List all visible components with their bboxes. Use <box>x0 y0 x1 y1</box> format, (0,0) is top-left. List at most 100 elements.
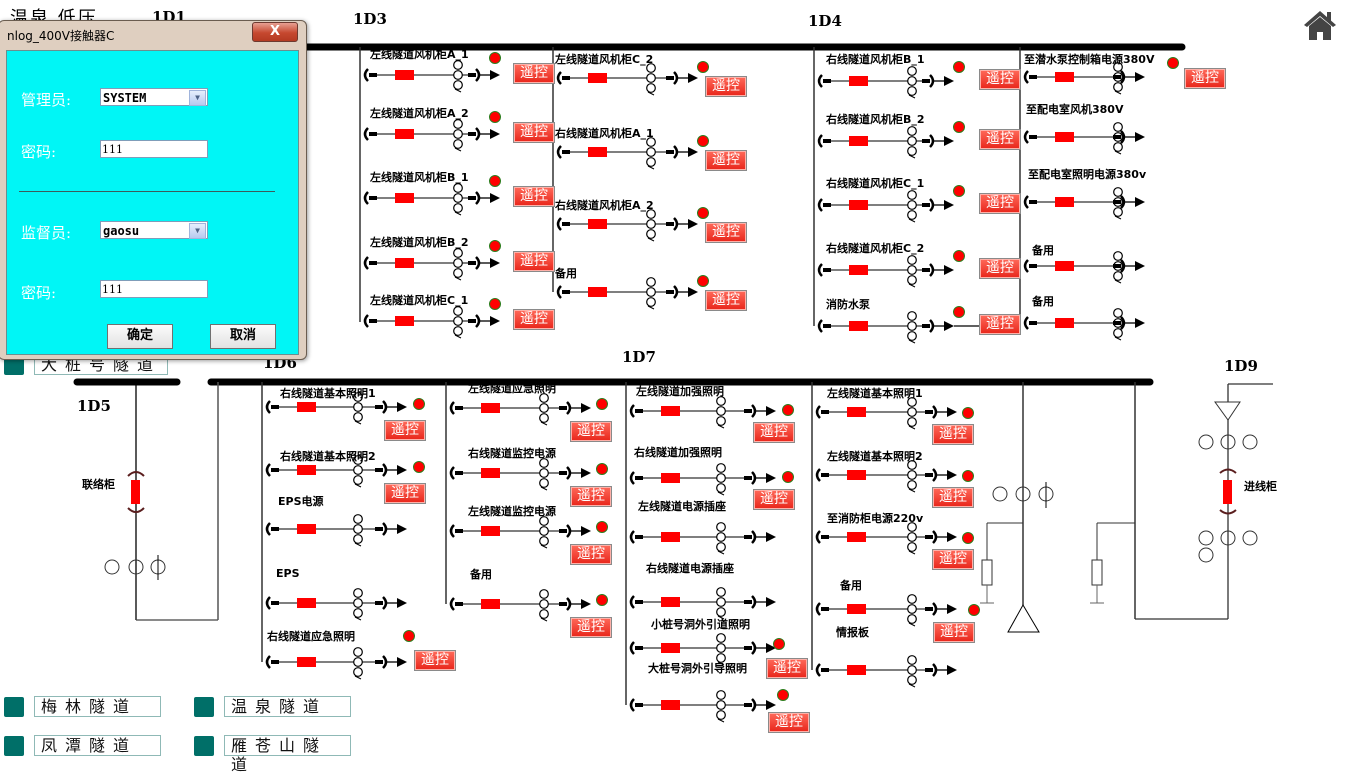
remote-control-button[interactable]: 遥控 <box>513 309 555 330</box>
ct-tick <box>908 339 916 344</box>
isolator-left-icon <box>265 522 271 536</box>
arrow-icon <box>766 643 776 653</box>
remote-control-button[interactable]: 遥控 <box>384 420 426 441</box>
feeder: 左线隧道加强照明 <box>629 384 794 429</box>
tunnel-indicator <box>194 696 214 717</box>
remote-control-button[interactable]: 遥控 <box>753 489 795 510</box>
isolator-left-icon <box>629 530 635 544</box>
feeder-label: 右线隧道风机柜A_2 <box>554 198 654 212</box>
breaker <box>661 406 680 416</box>
remote-control-button[interactable]: 遥控 <box>705 76 747 97</box>
remote-control-button[interactable]: 遥控 <box>932 549 974 570</box>
feeder: 右线隧道应急照明 <box>265 629 415 680</box>
remote-control-button[interactable]: 遥控 <box>570 486 612 507</box>
isolator-left-icon <box>1023 316 1029 330</box>
breaker <box>481 403 500 413</box>
feeder-label: 右线隧道风机柜B_1 <box>825 52 925 66</box>
ct-tick <box>908 283 916 288</box>
arrow-icon <box>581 403 591 413</box>
home-button[interactable] <box>1302 8 1338 42</box>
feeder: 右线隧道风机柜C_1 <box>817 176 965 223</box>
arrow-icon <box>947 604 957 614</box>
remote-control-button[interactable]: 遥控 <box>933 622 975 643</box>
breaker <box>1055 197 1074 207</box>
feeder-label: EPS <box>276 567 300 580</box>
ct-tick <box>354 420 362 425</box>
tunnel-nav-yancangshan[interactable]: 雁苍山隧道 <box>194 735 351 774</box>
remote-control-button[interactable]: 遥控 <box>932 487 974 508</box>
feeder: 至配电室风机380V <box>1023 102 1145 155</box>
ct-coil-icon <box>716 653 726 663</box>
ct-coil-icon <box>539 393 549 403</box>
chevron-down-icon[interactable]: ▼ <box>189 90 206 106</box>
remote-control-button[interactable]: 遥控 <box>570 421 612 442</box>
isolator-bottom-icon <box>1219 509 1237 515</box>
tunnel-name[interactable]: 凤潭隧道 <box>34 735 161 756</box>
breaker <box>588 73 607 83</box>
supervisor-password-input[interactable] <box>100 280 208 298</box>
feeder: 至潜水泵控制箱电源380V <box>1023 52 1179 95</box>
isolator-right-icon <box>1120 130 1126 144</box>
ct-tick <box>908 488 916 493</box>
remote-control-button[interactable]: 遥控 <box>705 290 747 311</box>
ct-coil-icon <box>453 203 463 213</box>
remote-control-button[interactable]: 遥控 <box>414 650 456 671</box>
isolator-left-icon <box>363 127 369 141</box>
cancel-button[interactable]: 取消 <box>210 324 276 349</box>
bus-label-1D7: 1D7 <box>622 348 656 366</box>
remote-control-button[interactable]: 遥控 <box>384 483 426 504</box>
ct-coil-icon <box>646 209 656 219</box>
remote-control-button[interactable]: 遥控 <box>979 258 1021 279</box>
chevron-down-icon[interactable]: ▼ <box>189 223 206 239</box>
login-dialog: nlog_400V接触器C X 管理员: SYSTEM ▼ 密码: 监督员: g… <box>0 20 307 360</box>
admin-select[interactable]: SYSTEM ▼ <box>100 88 208 106</box>
status-light <box>782 404 794 416</box>
status-light <box>413 461 425 473</box>
ct-tick <box>908 550 916 555</box>
remote-control-button[interactable]: 遥控 <box>768 712 810 733</box>
tunnel-nav-fengtan[interactable]: 凤潭隧道 <box>4 735 161 756</box>
remote-control-button[interactable]: 遥控 <box>570 617 612 638</box>
feeder-label: 左线隧道风机柜B_1 <box>369 170 469 184</box>
tunnel-nav-meilin[interactable]: 梅林隧道 <box>4 696 161 717</box>
tunnel-name[interactable]: 温泉隧道 <box>224 696 351 717</box>
admin-password-input[interactable] <box>100 140 208 158</box>
close-button[interactable]: X <box>252 22 298 42</box>
supervisor-label: 监督员: <box>21 224 72 242</box>
breaker <box>297 465 316 475</box>
ct-tick <box>908 683 916 688</box>
remote-control-button[interactable]: 遥控 <box>932 424 974 445</box>
remote-control-button[interactable]: 遥控 <box>979 193 1021 214</box>
tunnel-name[interactable]: 雁苍山隧道 <box>224 735 351 774</box>
dialog-title: nlog_400V接触器C <box>7 29 115 43</box>
isolator-right-icon <box>566 597 572 611</box>
remote-control-button[interactable]: 遥控 <box>513 186 555 207</box>
remote-control-button[interactable]: 遥控 <box>979 69 1021 90</box>
breaker <box>849 321 868 331</box>
ok-button[interactable]: 确定 <box>107 324 173 349</box>
close-icon: X <box>269 24 281 39</box>
remote-control-button[interactable]: 遥控 <box>979 314 1021 335</box>
remote-control-button[interactable]: 遥控 <box>705 150 747 171</box>
isolator-left-icon <box>556 145 562 159</box>
ct-coil-icon <box>907 265 917 275</box>
arrow-icon <box>490 258 500 268</box>
supervisor-select[interactable]: gaosu ▼ <box>100 221 208 239</box>
tunnel-name[interactable]: 梅林隧道 <box>34 696 161 717</box>
ct-tick <box>454 334 462 339</box>
ct-coil-icon <box>353 534 363 544</box>
remote-control-button[interactable]: 遥控 <box>1184 68 1226 89</box>
remote-control-button[interactable]: 遥控 <box>766 658 808 679</box>
remote-control-button[interactable]: 遥控 <box>513 251 555 272</box>
tunnel-nav-wenquan[interactable]: 温泉隧道 <box>194 696 351 717</box>
remote-control-button[interactable]: 遥控 <box>753 422 795 443</box>
remote-control-button[interactable]: 遥控 <box>570 544 612 565</box>
remote-control-button[interactable]: 遥控 <box>513 63 555 84</box>
tunnel-indicator <box>4 735 24 756</box>
remote-control-button[interactable]: 遥控 <box>979 129 1021 150</box>
isolator-right-icon <box>475 314 481 328</box>
isolator-left-icon <box>556 217 562 231</box>
admin-select-value: SYSTEM <box>103 91 147 105</box>
remote-control-button[interactable]: 遥控 <box>513 122 555 143</box>
remote-control-button[interactable]: 遥控 <box>705 222 747 243</box>
